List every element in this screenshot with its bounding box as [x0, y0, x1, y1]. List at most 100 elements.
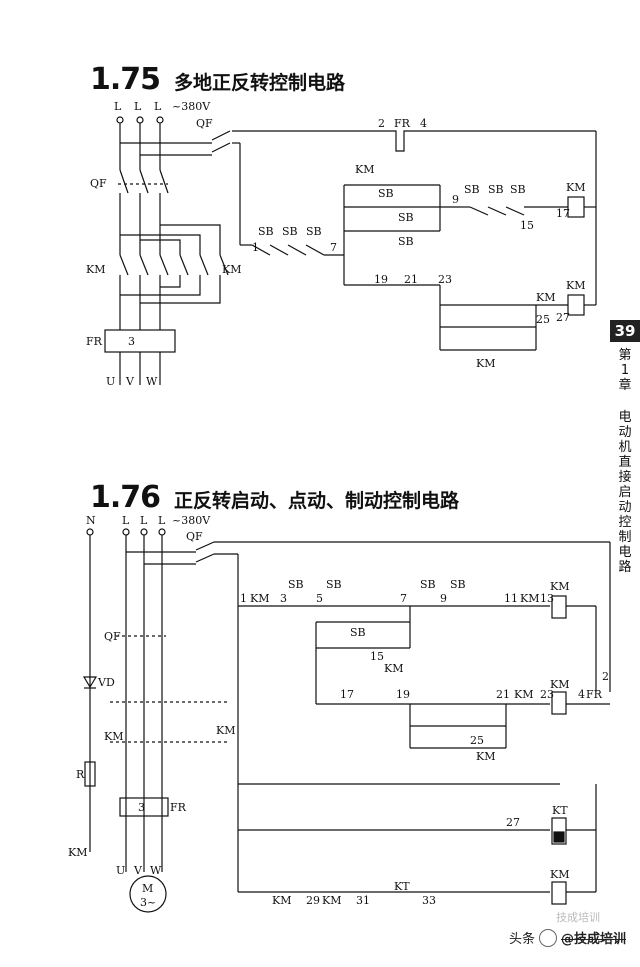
- label-SB2: SB: [326, 578, 342, 591]
- label-KM1d: KM: [272, 894, 291, 907]
- chapter-title-char: 电: [618, 410, 632, 425]
- label-SB2: SB: [282, 225, 298, 238]
- label-n9: 9: [452, 193, 459, 206]
- label-VD: VD: [97, 676, 115, 689]
- label-L3: L: [154, 100, 162, 113]
- page-number-tab: 39: [610, 320, 640, 342]
- label-FR-ctrl: FR: [394, 117, 411, 130]
- label-V1: V: [133, 864, 143, 877]
- label-KM2: KM: [216, 724, 235, 737]
- section-title-1-76: 1.76 正反转启动、点动、制动控制电路: [90, 480, 459, 515]
- label-QF1: QF: [104, 630, 121, 643]
- label-KM3: KM: [68, 846, 87, 859]
- label-FR-box: 3: [138, 801, 145, 814]
- label-SB1: SB: [288, 578, 304, 591]
- chapter-title-char: 动: [618, 500, 632, 515]
- label-SB8: SB: [488, 183, 504, 196]
- chapter-title-char: 控: [618, 515, 632, 530]
- label-SB3: SB: [350, 626, 366, 639]
- label-W1: W: [150, 864, 162, 877]
- label-n9: 9: [440, 592, 447, 605]
- label-U1: U: [116, 864, 125, 877]
- label-n11: 11: [504, 592, 518, 605]
- section-title-1-75: 1.75 多地正反转控制电路: [90, 62, 345, 97]
- label-SB3: SB: [306, 225, 322, 238]
- watermark: 头条 @技成培训: [509, 928, 626, 947]
- label-KM1b: KM: [384, 662, 403, 675]
- label-n1: 1: [252, 241, 259, 254]
- brand-logo-icon: [538, 928, 557, 947]
- label-n2: 2: [602, 670, 609, 683]
- label-n19: 19: [396, 688, 410, 701]
- label-n13: 13: [540, 592, 554, 605]
- label-KM2c: KM: [520, 592, 539, 605]
- label-FR-box: 3: [128, 335, 135, 348]
- chapter-title-char: 接: [618, 470, 632, 485]
- watermark-handle: @技成培训: [560, 932, 626, 947]
- label-voltage: ~380V: [172, 514, 211, 527]
- chapter-title-char: 机: [618, 440, 632, 455]
- section-number: 1.76: [90, 480, 161, 515]
- faint-watermark: 技成培训: [556, 911, 600, 924]
- chapter-title-char: 动: [618, 425, 632, 440]
- label-FRc: FR: [586, 688, 603, 701]
- label-n27: 27: [556, 311, 570, 324]
- label-SB7: SB: [464, 183, 480, 196]
- label-QF2: QF: [186, 530, 203, 543]
- section-number: 1.75: [90, 62, 161, 97]
- label-KTc: KT: [394, 880, 410, 893]
- label-n15: 15: [520, 219, 534, 232]
- chapter-title-char: 直: [618, 455, 632, 470]
- label-n25: 25: [470, 734, 484, 747]
- chapter-char: 1: [620, 363, 630, 378]
- label-KM1-top: KM: [355, 163, 374, 176]
- label-n4: 4: [420, 117, 427, 130]
- label-n29: 29: [306, 894, 320, 907]
- label-n1: 1: [240, 592, 247, 605]
- label-n17: 17: [340, 688, 354, 701]
- label-SB5: SB: [450, 578, 466, 591]
- label-n21: 21: [404, 273, 418, 286]
- label-KM2coil: KM: [550, 678, 569, 691]
- label-n17: 17: [556, 207, 570, 220]
- label-n2: 2: [378, 117, 385, 130]
- label-KM1: KM: [86, 263, 105, 276]
- label-motor-3: 3~: [140, 896, 156, 909]
- label-R: R: [76, 768, 85, 781]
- label-KM3coil: KM: [550, 868, 569, 881]
- section-heading: 正反转启动、点动、制动控制电路: [174, 490, 460, 512]
- label-N: N: [86, 514, 96, 527]
- label-SB6: SB: [398, 235, 414, 248]
- section-heading: 多地正反转控制电路: [174, 72, 346, 94]
- chapter-title: 电 动 机 直 接 启 动 控 制 电 路: [616, 410, 634, 575]
- label-motor-M: M: [142, 882, 153, 895]
- label-KM1: KM: [104, 730, 123, 743]
- label-KM2b: KM: [476, 750, 495, 763]
- label-L3: L: [158, 514, 166, 527]
- label-KM2: KM: [222, 263, 241, 276]
- watermark-prefix: 头条: [508, 932, 535, 947]
- chapter-title-char: 电: [618, 545, 632, 560]
- label-n25: 25: [536, 313, 550, 326]
- label-KM1coil: KM: [550, 580, 569, 593]
- label-n33: 33: [422, 894, 436, 907]
- label-SB4: SB: [378, 187, 394, 200]
- label-FR: FR: [170, 801, 187, 814]
- label-KM2d: KM: [322, 894, 341, 907]
- label-SB4: SB: [420, 578, 436, 591]
- label-QF1: QF: [90, 177, 107, 190]
- label-n5: 5: [316, 592, 323, 605]
- chapter-title-char: 启: [618, 485, 632, 500]
- label-n7: 7: [400, 592, 407, 605]
- label-n23: 23: [438, 273, 452, 286]
- label-n27: 27: [506, 816, 520, 829]
- label-SB1: SB: [258, 225, 274, 238]
- chapter-label: 第 1 章: [616, 348, 634, 393]
- label-n15: 15: [370, 650, 384, 663]
- label-L2: L: [134, 100, 142, 113]
- label-L1: L: [122, 514, 130, 527]
- label-n21: 21: [496, 688, 510, 701]
- label-n19: 19: [374, 273, 388, 286]
- label-QF2: QF: [196, 117, 213, 130]
- label-n4: 4: [578, 688, 585, 701]
